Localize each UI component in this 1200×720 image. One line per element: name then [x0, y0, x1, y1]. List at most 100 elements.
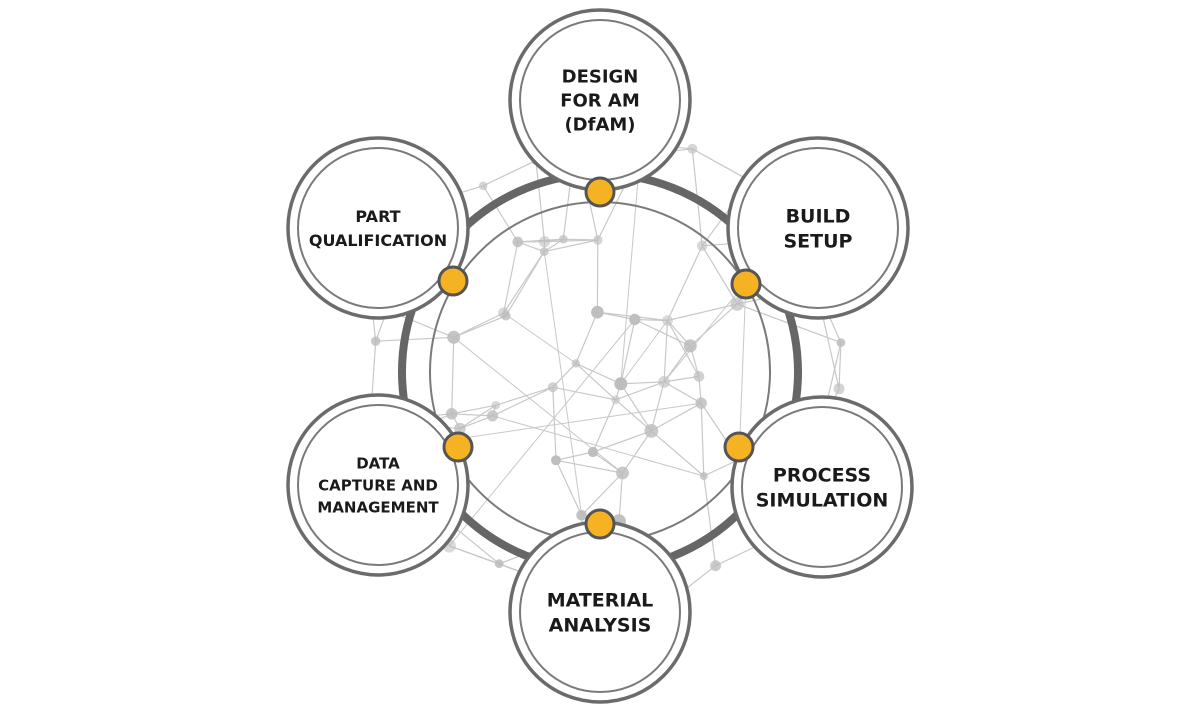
network-line — [459, 415, 493, 430]
network-line — [555, 460, 583, 516]
network-node — [571, 359, 581, 368]
network-line — [689, 303, 738, 347]
network-line — [503, 251, 545, 314]
network-node — [833, 383, 845, 395]
connector-dot — [437, 265, 469, 297]
node-label-line: ANALYSIS — [549, 614, 652, 636]
network-line — [535, 160, 546, 242]
node-inner-circle — [297, 147, 459, 309]
node-label: MATERIAL ANALYSIS — [547, 589, 654, 636]
node-inner-circle — [519, 531, 681, 693]
node-label: DESIGN FOR AM (DfAM) — [560, 67, 640, 136]
network-line — [703, 458, 740, 477]
network-node — [538, 236, 551, 248]
network-line — [700, 403, 705, 477]
network-line — [663, 381, 702, 404]
node-inner-circle — [297, 404, 459, 566]
connector-dot — [584, 508, 616, 540]
node-label-line: CAPTURE AND — [318, 476, 438, 494]
network-node — [644, 424, 659, 438]
node-label-line: SIMULATION — [756, 489, 889, 511]
network-line — [482, 185, 519, 243]
network-line — [651, 402, 702, 432]
network-line — [453, 312, 504, 338]
network-node — [662, 315, 673, 326]
network-node — [616, 466, 629, 480]
node-label-line: DATA — [356, 454, 400, 472]
central-inner-ring — [429, 201, 771, 543]
network-node — [551, 455, 561, 466]
network-node — [836, 338, 846, 347]
network-line — [615, 381, 665, 401]
node-inner-circle — [741, 406, 903, 568]
node-label-line: BUILD — [786, 205, 851, 227]
node-label-line: SETUP — [784, 230, 853, 252]
network-line — [838, 342, 842, 389]
network-node — [693, 371, 705, 382]
network-node — [683, 339, 697, 353]
network-node — [486, 410, 499, 422]
network-node — [730, 297, 744, 311]
node-label: BUILD SETUP — [784, 205, 853, 252]
network-node — [494, 559, 504, 569]
network-line — [650, 430, 705, 477]
network-line — [451, 413, 493, 417]
network-line — [615, 399, 652, 432]
network-node — [498, 307, 510, 319]
network-line — [543, 251, 583, 516]
network-line — [552, 362, 577, 388]
connector-dot — [730, 268, 762, 300]
network-line — [666, 245, 703, 321]
network-line — [663, 320, 669, 382]
network-node — [593, 235, 603, 245]
node-label-line: DESIGN — [562, 67, 639, 88]
network-node — [696, 240, 708, 252]
network-node — [559, 234, 568, 244]
network-node — [547, 382, 558, 393]
network-line — [634, 318, 691, 347]
network-node — [611, 395, 621, 405]
network-line — [552, 386, 616, 401]
network-line — [503, 312, 577, 364]
network-node — [445, 408, 458, 420]
network-line — [701, 245, 738, 305]
network-node — [587, 446, 599, 458]
network-line — [492, 386, 554, 417]
network-line — [581, 472, 623, 516]
network-node — [591, 305, 604, 319]
network-line — [575, 362, 617, 401]
network-node — [695, 397, 707, 409]
network-node — [539, 247, 549, 256]
node-label-line: MATERIAL — [547, 589, 654, 611]
network-line — [592, 430, 652, 453]
network-line — [375, 336, 454, 342]
network-line — [451, 404, 496, 415]
network-node — [576, 510, 587, 521]
node-label-line: FOR AM — [560, 91, 640, 112]
network-line — [650, 381, 665, 432]
node-dfam: DESIGN FOR AM (DfAM) — [508, 8, 692, 208]
node-label-line: (DfAM) — [564, 115, 635, 136]
network-line — [618, 472, 624, 522]
network-line — [503, 241, 519, 314]
network-line — [692, 148, 751, 182]
network-node — [687, 143, 698, 154]
node-label-line: QUALIFICATION — [309, 231, 447, 250]
network-line — [449, 319, 636, 547]
network-node — [658, 376, 670, 388]
network-line — [451, 337, 455, 414]
network-line — [666, 320, 700, 377]
network-line — [555, 451, 594, 461]
network-line — [703, 475, 717, 566]
network-line — [620, 154, 641, 384]
connector-dot — [442, 431, 474, 463]
node-inner-circle — [737, 147, 899, 309]
